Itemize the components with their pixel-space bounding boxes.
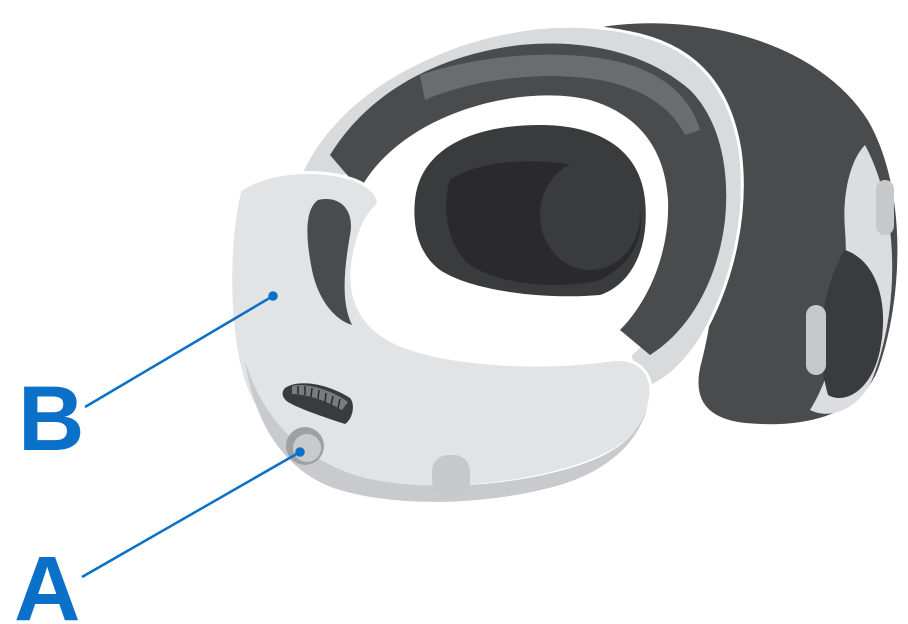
callout-line-a	[82, 452, 300, 577]
visor-sensor-slot	[806, 305, 826, 375]
button-face	[293, 434, 321, 462]
callout-label-a: A	[14, 538, 80, 624]
lens-circle	[540, 160, 640, 270]
callout-label-b: B	[18, 368, 84, 470]
callout-dot-b	[270, 293, 277, 300]
shell-sensor-slot	[432, 455, 470, 497]
release-button	[286, 427, 324, 465]
callout-dot-a	[297, 449, 304, 456]
visor-top-slot	[876, 180, 894, 235]
